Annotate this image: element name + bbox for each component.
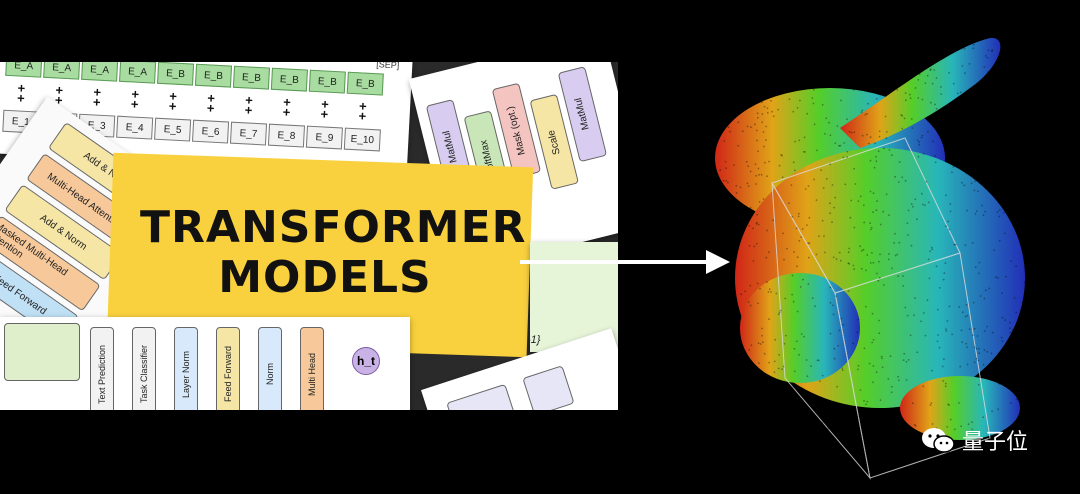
- title-line-2: MODELS: [218, 252, 432, 303]
- title-line-1: TRANSFORMER: [140, 202, 527, 253]
- watermark: 量子位: [920, 424, 1028, 456]
- wechat-icon: [922, 428, 955, 453]
- h-node: h_t: [352, 347, 380, 375]
- point-cloud-bunny-image: [715, 37, 1041, 480]
- point-cloud-dots: [719, 37, 1041, 459]
- mini-lstm-block: [4, 323, 80, 381]
- watermark-text: 量子位: [962, 430, 1029, 455]
- lstm-label: h_{t-1}: [530, 334, 541, 346]
